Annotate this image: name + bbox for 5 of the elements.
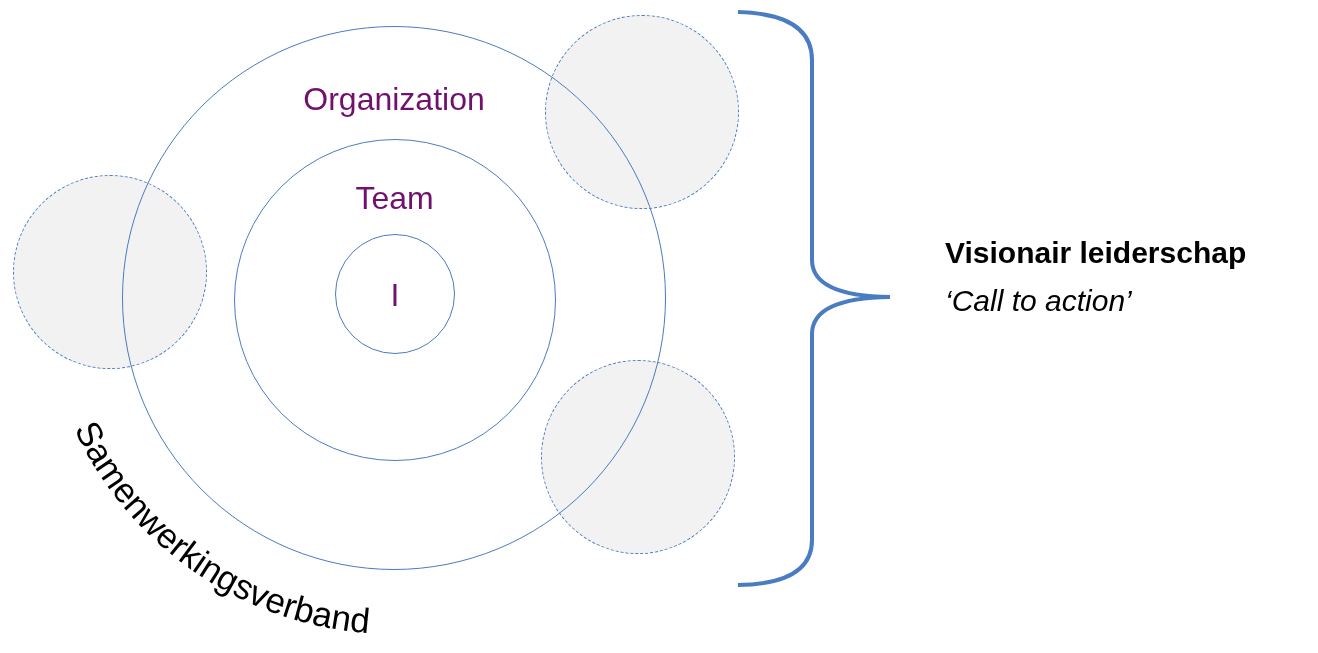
circle-label: I	[390, 279, 400, 311]
subtitle-text: ‘Call to action’	[945, 284, 1132, 318]
heading-text: Visionair leiderschap	[945, 236, 1247, 270]
circle-label: Organization	[303, 83, 485, 115]
circle-label: Team	[355, 181, 434, 214]
